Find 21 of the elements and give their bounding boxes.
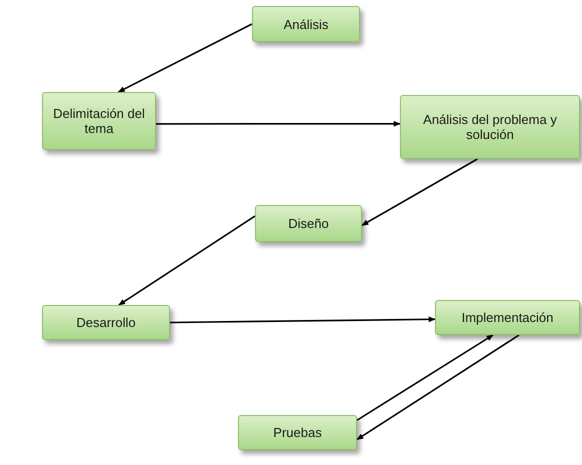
box-label: Análisis del problema y solución (422, 112, 558, 142)
box-label: Desarrollo (76, 315, 136, 330)
box-label: Diseño (288, 216, 329, 231)
arrow (361, 158, 478, 226)
box-label: Delimitación del tema (52, 106, 146, 136)
arrow (356, 334, 520, 440)
box-label: Análisis (284, 16, 328, 32)
process-box (435, 300, 580, 335)
arrow (118, 215, 256, 306)
arrow (170, 316, 436, 324)
arrow (118, 23, 252, 93)
process-box (42, 305, 170, 340)
box-label: Implementación (462, 310, 554, 325)
process-box (238, 415, 357, 450)
process-box (252, 6, 360, 42)
arrow (356, 334, 494, 421)
process-box (400, 95, 580, 159)
arrow (156, 121, 401, 127)
process-box (255, 205, 362, 242)
box-label: Pruebas (273, 425, 322, 440)
process-box (42, 92, 156, 150)
